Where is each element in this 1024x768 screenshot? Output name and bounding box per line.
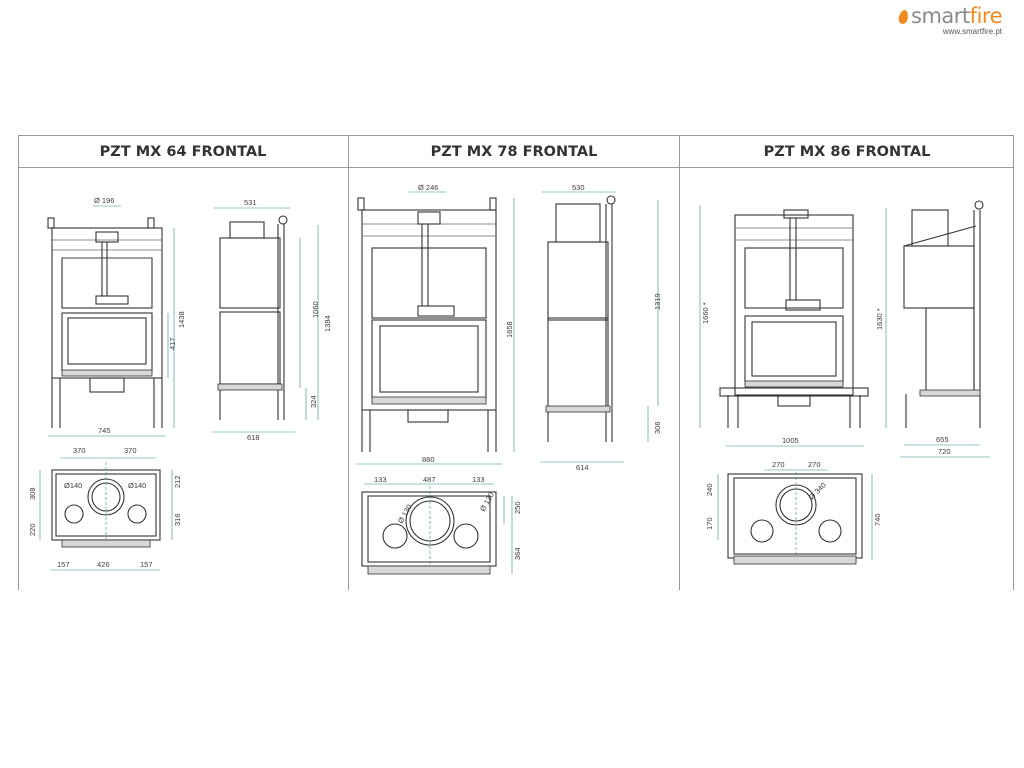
drawing-78-plan xyxy=(361,483,513,575)
dim-duct: Ø 340 xyxy=(807,481,828,502)
dim-r1: 212 xyxy=(173,475,182,488)
drawing-86-side xyxy=(885,200,990,458)
dim-height: 1438 xyxy=(177,311,186,328)
brand-name-accent: fire xyxy=(969,4,1003,28)
dim-width: 880 xyxy=(422,455,435,464)
brand-logo: smartfire www.smartfire.pt xyxy=(897,4,1003,36)
dim-glass: 417 xyxy=(168,337,177,350)
divider xyxy=(18,135,19,590)
dim-duct2: Ø 130 xyxy=(478,491,496,513)
dim-l1: 308 xyxy=(28,487,37,500)
drawing-86-plan xyxy=(717,469,873,565)
drawing-78-front xyxy=(356,191,515,465)
spec-sheet: PZT MX 64 FRONTAL PZT MX 78 FRONTAL PZT … xyxy=(18,135,1014,590)
dim-t1: 133 xyxy=(374,475,387,484)
dim-h1: 1319 xyxy=(653,293,662,310)
brand-name-gray: smart xyxy=(911,4,970,28)
model-title-86: PZT MX 86 FRONTAL xyxy=(680,135,1014,168)
dim-l1: 240 xyxy=(705,483,714,496)
dim-h2: 1384 xyxy=(323,315,332,332)
dim-width: 1005 xyxy=(782,436,799,445)
divider xyxy=(1013,135,1014,590)
dim-b3: 157 xyxy=(140,560,153,569)
dim-left: 370 xyxy=(73,446,86,455)
divider xyxy=(348,135,349,590)
dim-r1: 250 xyxy=(513,501,522,514)
dim-t3: 133 xyxy=(472,475,485,484)
dim-b1: 157 xyxy=(57,560,70,569)
dim-top: 531 xyxy=(244,198,257,207)
dim-duct: Ø140 xyxy=(64,481,82,490)
dim-width: 745 xyxy=(98,426,111,435)
dim-d2: 720 xyxy=(938,447,951,456)
dim-b2: 426 xyxy=(97,560,110,569)
dim-t1: 270 xyxy=(772,460,785,469)
dim-t2: 270 xyxy=(808,460,821,469)
dim-t2: 487 xyxy=(423,475,436,484)
dim-low: 324 xyxy=(309,395,318,408)
dim-depth: 618 xyxy=(247,433,260,442)
dim-r2: 316 xyxy=(173,513,182,526)
dim-height: 1660 * xyxy=(701,302,710,324)
drawing-78-side xyxy=(540,191,659,463)
dim-h1: 1060 xyxy=(311,301,320,318)
drawing-64-front xyxy=(47,205,175,437)
dim-top-duct: Ø 246 xyxy=(418,183,438,192)
dim-l2: 220 xyxy=(28,523,37,536)
drawing-86-front xyxy=(699,205,869,447)
dim-h1: 1630 * xyxy=(875,308,884,330)
drawing-64-side xyxy=(212,207,319,433)
dim-r1: 740 xyxy=(873,513,882,526)
model-title-78: PZT MX 78 FRONTAL xyxy=(349,135,679,168)
model-title-64: PZT MX 64 FRONTAL xyxy=(18,135,348,168)
divider xyxy=(679,135,680,590)
dim-height: 1658 xyxy=(505,321,514,338)
dim-d1: 655 xyxy=(936,435,949,444)
dim-l2: 170 xyxy=(705,517,714,530)
dim-low: 306 xyxy=(653,421,662,434)
dim-duct2: Ø140 xyxy=(128,481,146,490)
drawing-64-plan xyxy=(39,457,173,571)
dim-right: 370 xyxy=(124,446,137,455)
dim-top: 530 xyxy=(572,183,585,192)
brand-url: www.smartfire.pt xyxy=(942,27,1002,36)
dim-top-duct: Ø 196 xyxy=(94,196,114,205)
dim-r2: 364 xyxy=(513,547,522,560)
dim-depth: 614 xyxy=(576,463,589,472)
